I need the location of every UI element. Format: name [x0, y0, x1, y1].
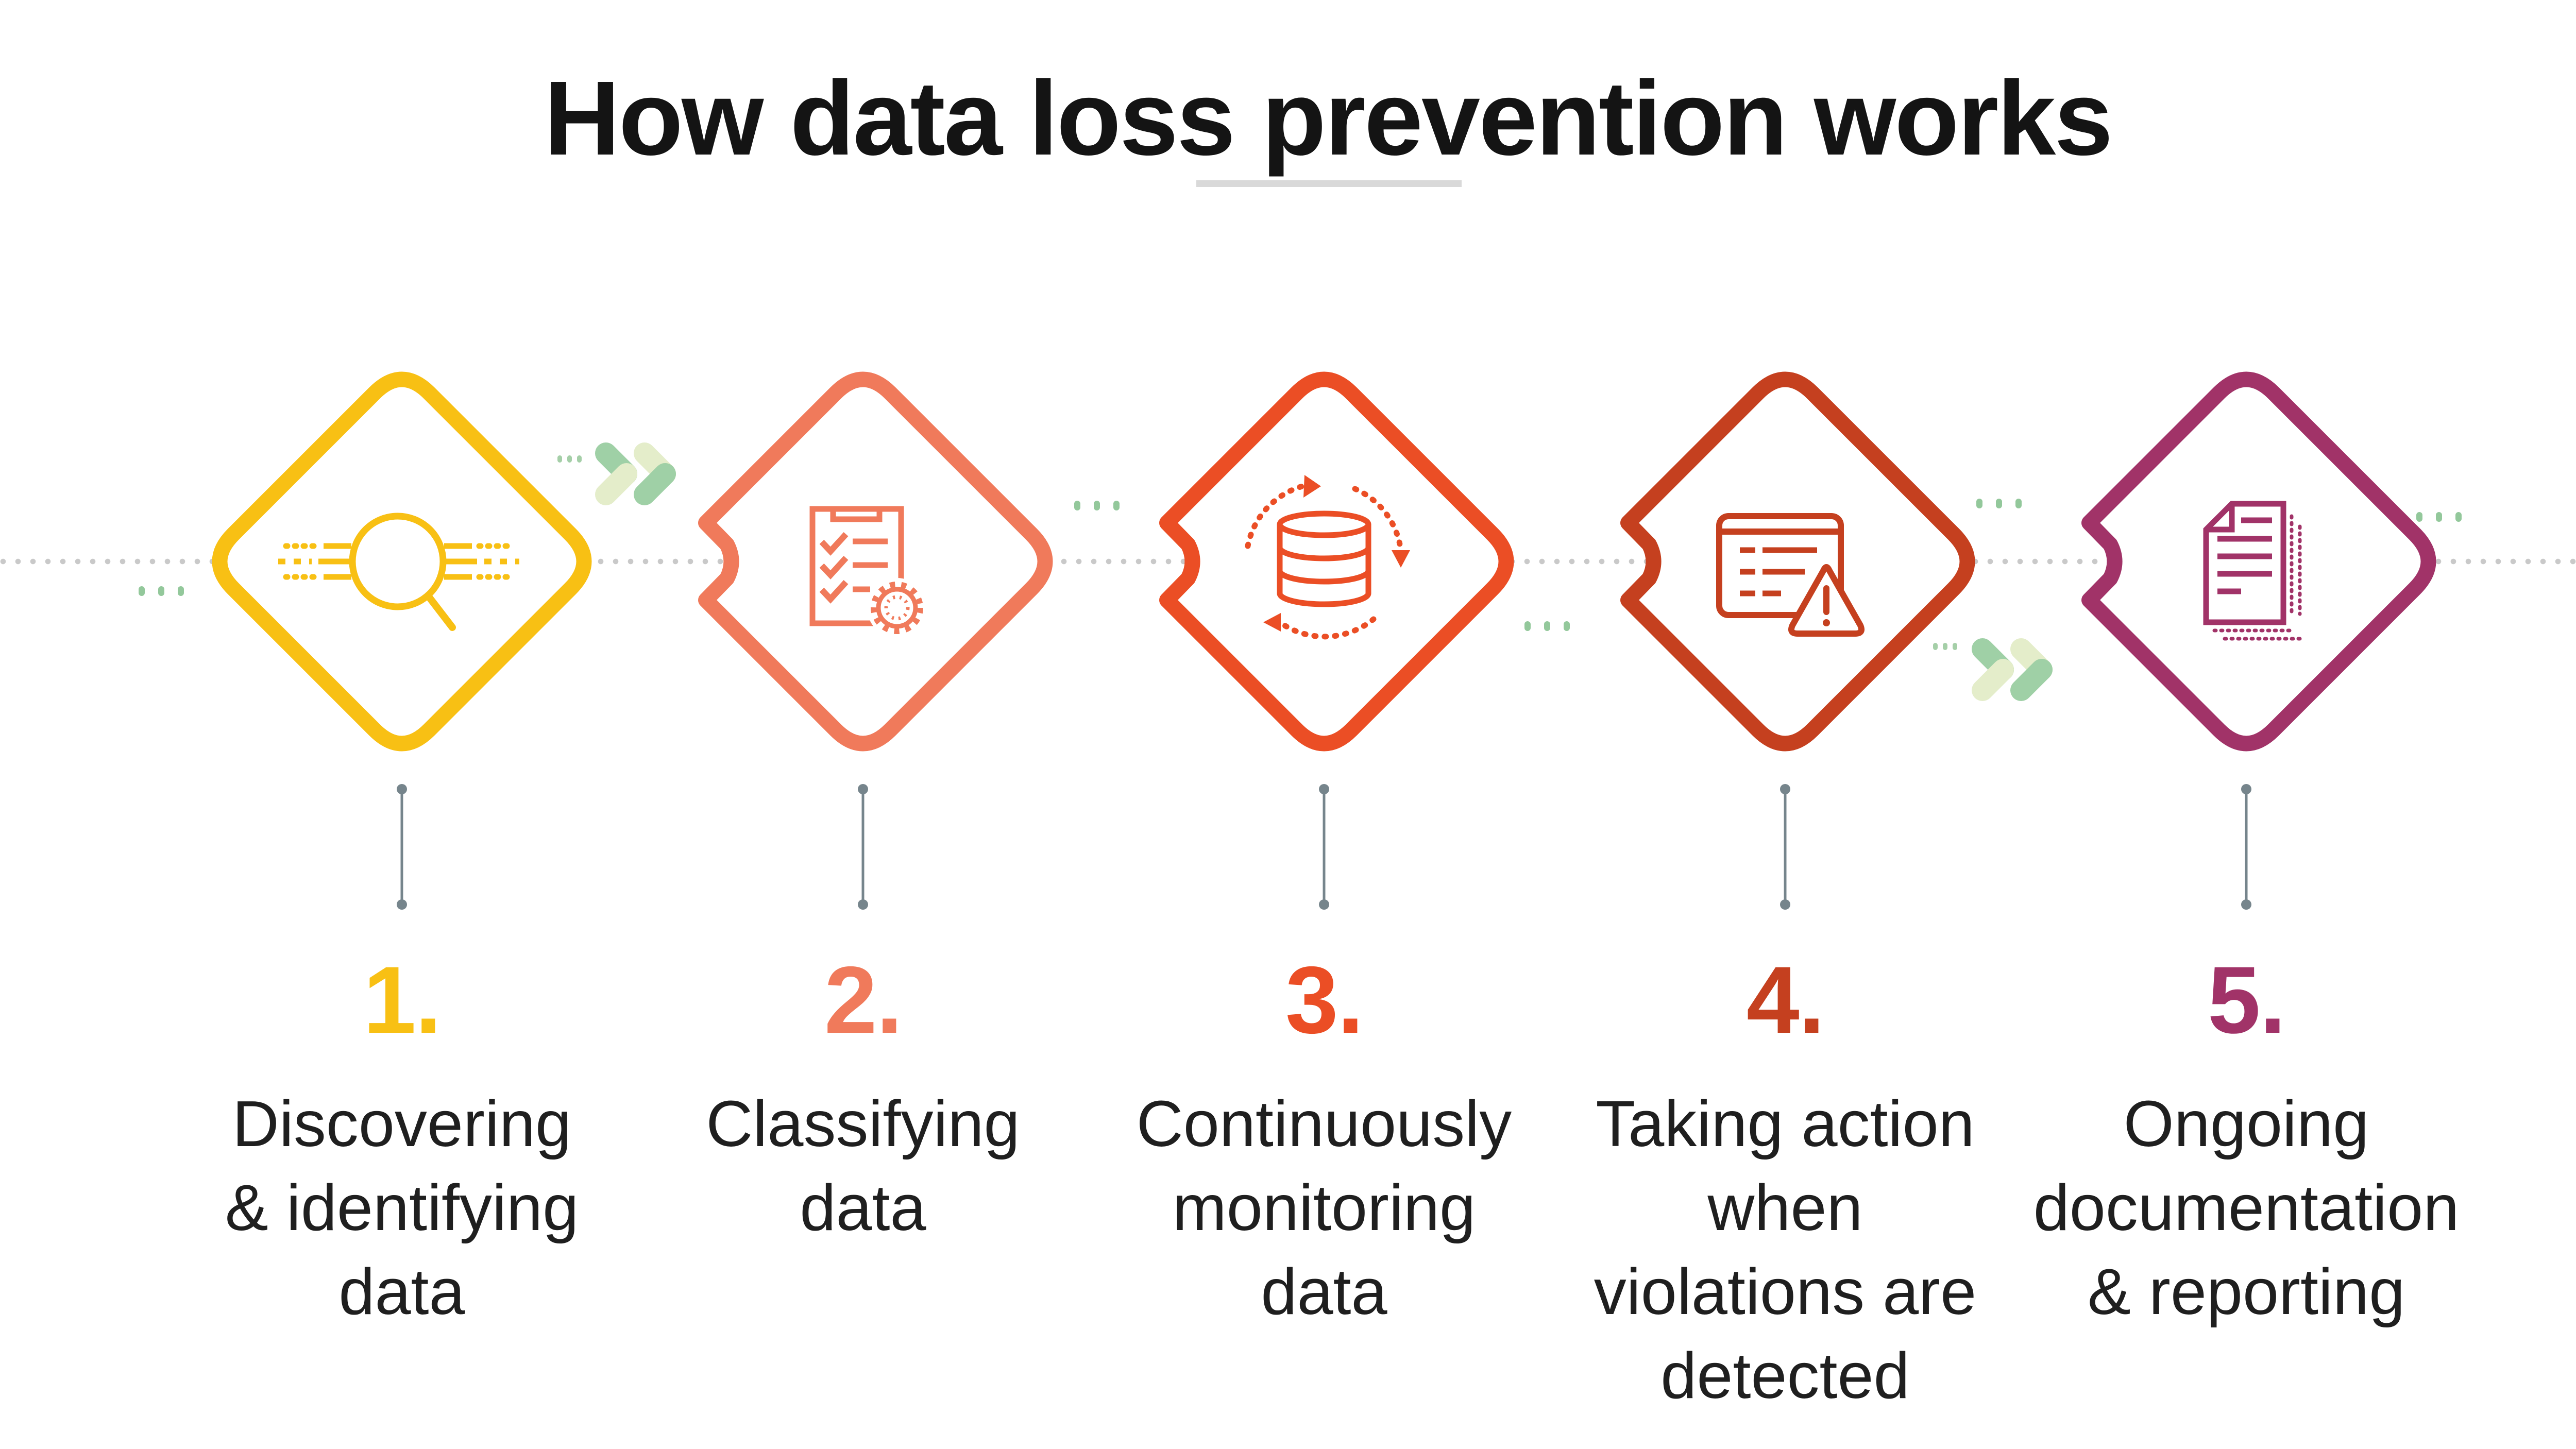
chevron-arrows-step1-2 — [606, 453, 676, 495]
step-5-number: 5. — [2207, 947, 2286, 1053]
step-4-number: 4. — [1746, 947, 1825, 1053]
search-scan-icon — [278, 513, 519, 631]
step-1-number: 1. — [363, 947, 442, 1053]
step-connectors — [397, 784, 2251, 910]
step-2-number: 2. — [824, 947, 903, 1053]
checklist-gear-icon — [809, 506, 927, 638]
chevron-arrows-step4-5 — [1982, 649, 2053, 690]
step-3-number: 3. — [1285, 947, 1364, 1053]
document-stack-icon — [2203, 501, 2302, 641]
step-3-label: Continuously monitoring data — [1136, 1087, 1512, 1328]
browser-warning-icon — [1716, 513, 1865, 637]
step-4-label: Taking action when violations are detect… — [1594, 1087, 1977, 1412]
accent-dots-3 — [1074, 501, 1120, 510]
title-underline — [1196, 180, 1462, 187]
accent-dots-5 — [1976, 499, 2022, 508]
accent-dots-4 — [1524, 621, 1570, 631]
step-5-label: Ongoing documentation & reporting — [2033, 1087, 2460, 1328]
step-1-label: Discovering & identifying data — [225, 1087, 579, 1328]
step-2-diamond — [706, 380, 1045, 744]
database-sync-icon — [1245, 475, 1410, 640]
step-4-diamond — [1628, 380, 1968, 744]
step-3-diamond — [1167, 380, 1506, 744]
step-2-label: Classifying data — [706, 1087, 1020, 1244]
page-title: How data loss prevention works — [544, 59, 2113, 177]
step-1-diamond — [220, 380, 584, 744]
accent-dots-7 — [2416, 512, 2462, 522]
accent-dots-6 — [1933, 643, 1957, 650]
accent-dots-2 — [557, 455, 582, 463]
accent-dots-1 — [139, 586, 184, 596]
